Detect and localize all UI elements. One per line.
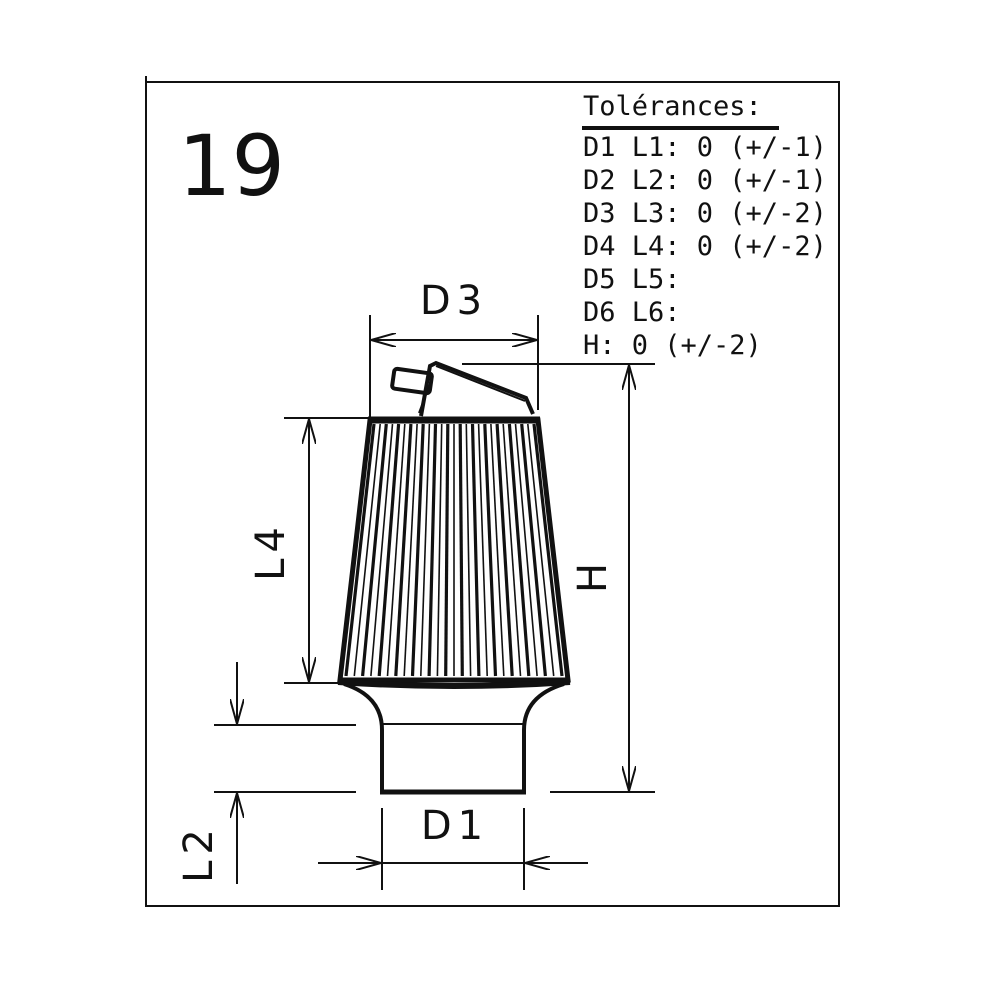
pleat-line xyxy=(370,423,394,677)
l2-label: L2 xyxy=(176,823,222,883)
filter-neck xyxy=(343,682,565,794)
pleat-line xyxy=(403,423,418,677)
pleat-line xyxy=(427,423,438,677)
pleat-line xyxy=(520,423,547,677)
pleat-line xyxy=(507,423,531,677)
h-label: H xyxy=(570,563,616,593)
pleat-line xyxy=(502,423,522,677)
pleat-line xyxy=(386,423,406,677)
pleat-line xyxy=(514,423,538,677)
tolerances-title: Tolérances: xyxy=(583,91,762,122)
pleat-line xyxy=(483,423,498,677)
figure-number: 19 xyxy=(178,117,285,215)
pleat-line xyxy=(458,423,464,677)
dimension-h: H xyxy=(462,363,655,793)
pleat-line xyxy=(394,423,413,677)
pleat-line xyxy=(420,423,431,677)
filter-pleats xyxy=(344,423,564,677)
tolerances-block: Tolérances: D1 L1: 0 (+/-1) D2 L2: 0 (+/… xyxy=(582,91,827,361)
pleat-line xyxy=(436,423,443,677)
tolerance-row: D4 L4: 0 (+/-2) xyxy=(583,231,827,262)
tolerance-row: D3 L3: 0 (+/-2) xyxy=(583,198,827,229)
d1-label: D1 xyxy=(421,803,489,849)
tolerance-row: H: 0 (+/-2) xyxy=(583,330,762,361)
breather-nipple xyxy=(390,360,535,417)
dimension-d3: D3 xyxy=(369,278,539,418)
dimension-l2: L2 xyxy=(176,662,356,884)
tolerance-row: D5 L5: xyxy=(583,264,681,295)
pleat-line xyxy=(361,423,388,677)
dimension-l4: L4 xyxy=(248,417,368,684)
pleat-line xyxy=(344,423,376,677)
drawing-frame xyxy=(145,81,840,907)
tolerance-row: D2 L2: 0 (+/-1) xyxy=(583,165,827,196)
pleat-line xyxy=(527,423,555,677)
pleat-line xyxy=(377,423,401,677)
pleat-line xyxy=(444,423,450,677)
pleat-line xyxy=(353,423,381,677)
pleat-line xyxy=(477,423,488,677)
d3-label: D3 xyxy=(420,278,488,324)
pleat-line xyxy=(465,423,472,677)
tolerance-row: D6 L6: xyxy=(583,297,681,328)
pleat-line xyxy=(410,423,425,677)
filter-body xyxy=(337,360,571,795)
pleat-line xyxy=(495,423,514,677)
dimension-d1: D1 xyxy=(318,803,588,890)
pleat-line xyxy=(490,423,505,677)
pleat-line xyxy=(470,423,481,677)
pleat-line xyxy=(532,423,564,677)
l4-label: L4 xyxy=(248,521,294,581)
tolerance-row: D1 L1: 0 (+/-1) xyxy=(583,132,827,163)
